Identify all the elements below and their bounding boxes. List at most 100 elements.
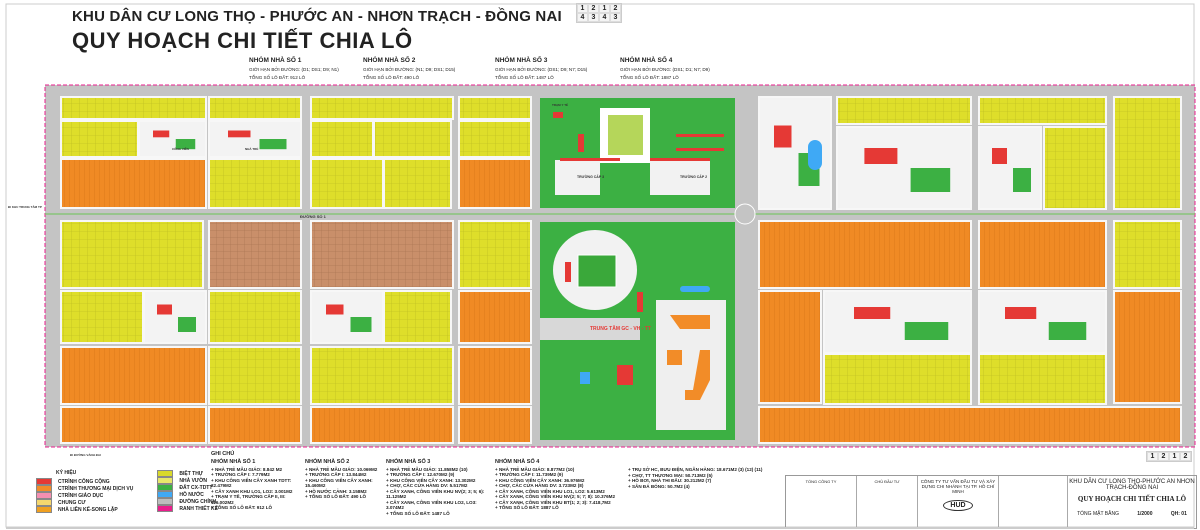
notes-line: + TRƯỜNG CẤP I: 12.670M2 (9) [386, 472, 455, 477]
map-label-school-2: TRƯỜNG CẤP 2 [680, 174, 707, 179]
notes-line: + TRƯỜNG CẤP I: 7.779M2 [211, 472, 270, 477]
group-name: NHÓM NHÀ SỐ 3 [495, 57, 548, 64]
legend-swatch [36, 478, 52, 485]
sheet-name: TỔNG MẶT BẰNG [1077, 511, 1119, 517]
group-3-info: NHÓM NHÀ SỐ 3 GIỚI HẠN BỞI ĐƯỜNG: (DS1; … [495, 57, 607, 80]
villa-lots-block [460, 122, 530, 156]
map-label-park: CÔNG VIÊN [172, 146, 189, 151]
notes-line: + HỒ NƯỚC CẢNH: 3.158M2 [305, 488, 367, 494]
notes-line: + NHÀ TRẺ MẪU GIÁO: 10.069M2 [305, 466, 378, 472]
group-4-info: NHÓM NHÀ SỐ 4 GIỚI HẠN BỞI ĐƯỜNG: (DS1; … [620, 57, 732, 80]
notes-line: + NHÀ TRẺ MẪU GIÁO: 8.842 M2 [211, 466, 283, 472]
green-space [904, 322, 949, 340]
map-label-kindergarten: NHÀ TRẺ [245, 146, 258, 151]
sports-field [608, 115, 643, 155]
sheet-index-cell: 1 [1169, 452, 1180, 461]
legend-label: CTRÌNH CÔNG CỘNG [58, 478, 110, 485]
notes-line: + SÂN ĐÁ BÓNG: 50.7M2 (4) [628, 483, 690, 489]
sheet-index-cell: 4 [599, 13, 610, 22]
public-building [157, 304, 172, 315]
drawing-code: QH: 01 [1170, 511, 1187, 517]
sheet-index-cell: 1 [1147, 452, 1158, 461]
green-space [350, 317, 372, 332]
legend-label: NHÀ LIÊN KẾ-SONG LẬP [58, 506, 118, 513]
group-name: NHÓM NHÀ SỐ 2 [363, 57, 416, 64]
group-2-info: NHÓM NHÀ SỐ 2 GIỚI HẠN BỞI ĐƯỜNG: (N1; D… [363, 57, 475, 80]
townhouse-lots-block [760, 222, 970, 287]
school-3-building [555, 160, 600, 195]
notes-line: + CÂY XANH, CÔNG VIÊN KHU LO2, LO3: 3.07… [386, 499, 477, 511]
notes-line: + CHỢ, CÁC CỬA HÀNG DV: 3.723M2 (8) [495, 483, 584, 488]
villa-lots-block [825, 355, 970, 403]
map-label-to-ring_road: ĐI ĐƯỜNG VÀNH ĐAI [70, 452, 101, 457]
sheet-index-cell: 3 [588, 13, 599, 22]
villa-lots-block [210, 160, 300, 207]
legend-item: ĐẤT CX-TDTT [157, 484, 218, 491]
legend-label: ĐẤT CX-TDTT [179, 484, 213, 491]
legend-swatch [36, 499, 52, 506]
sheet-index-cell: 1 [599, 4, 610, 13]
lake [808, 140, 822, 170]
villa-lots-block [312, 98, 452, 118]
legend-swatch [157, 505, 174, 512]
title-block: TỔNG CÔNG TY CHỦ ĐẦU TƯ CÔNG TY TƯ VẤN Đ… [785, 475, 1197, 529]
group-name: NHÓM NHÀ SỐ 4 [620, 57, 673, 64]
villa-lots-block [210, 348, 300, 403]
center-civic-area [540, 98, 735, 440]
villa-lots-block [312, 160, 382, 207]
villa-lots-block [460, 98, 530, 118]
villa-lots-block [385, 160, 450, 207]
notes-title: GHI CHÚ [211, 451, 235, 457]
public-facility-block [838, 128, 970, 208]
notes-line: + KHU CÔNG VIÊN CÂY XANH: 15.460M2 [305, 477, 373, 489]
townhouse-lots-block [62, 160, 205, 207]
villa-lots-block [62, 292, 142, 342]
townhouse-lots-block [312, 408, 452, 442]
notes-line: + CHỢ, CÁC CỬA HÀNG DV: 5.517M2 [386, 483, 468, 488]
sheet-index-cell: 1 [577, 4, 588, 13]
townhouse-lots-block [460, 160, 530, 207]
sheet-index-cell: 3 [610, 13, 621, 22]
group-total: TỔNG SỐ LÔ ĐẤT: 490 LÔ [363, 74, 420, 80]
townhouse-lots-block [980, 222, 1105, 287]
legend-item: CHUNG CƯ [36, 499, 133, 506]
legend-item: CTRÌNH CÔNG CỘNG [36, 478, 133, 485]
title-block-project: KHU DÂN CƯ LONG THỌ-PHƯỚC AN NHƠN TRẠCH-… [1069, 479, 1195, 491]
notes-line: + CHỢ, TT THƯƠNG MẠI: 50.713M2 (5) [628, 472, 713, 478]
legend-item: BIỆT THỰ [157, 470, 218, 477]
group-boundary: GIỚI HẠN BỞI ĐƯỜNG: (DS1; D9; N7; D15) [495, 67, 588, 72]
villa-lots-block [1045, 128, 1105, 208]
notes-column: NHÓM NHÀ SỐ 1+ NHÀ TRẺ MẪU GIÁO: 8.842 M… [211, 459, 301, 511]
public-building [774, 125, 792, 148]
legend-item: CTRÌNH GIÁO DỤC [36, 492, 133, 499]
townhouse-lots-block [460, 292, 530, 342]
townhouse-lots-block [760, 292, 820, 402]
green-space [910, 168, 951, 192]
notes-line: + CÂY XANH, CÔNG VIÊN KHU NV(2; 5; 7; 8)… [495, 494, 616, 499]
row-house-lots-block [210, 222, 300, 287]
notes-column: + TRỤ SỞ HC, BƯU ĐIỆN, NGÂN HÀNG: 18.671… [628, 466, 778, 489]
sheet-index-cell: 2 [1180, 452, 1191, 461]
legend-swatch [157, 470, 174, 477]
map-label-clinic: TRẠM Y TẾ [552, 102, 568, 107]
public-building [854, 307, 891, 319]
green-space [1013, 168, 1031, 192]
public-building [153, 130, 170, 138]
hud-logo: HUD [943, 500, 973, 511]
legend-swatch [36, 485, 52, 492]
football-field [577, 254, 617, 288]
public-building [326, 304, 344, 315]
villa-lots-block [312, 122, 372, 156]
notes-column: NHÓM NHÀ SỐ 4+ NHÀ TRẺ MẪU GIÁO: 8.877M2… [495, 459, 623, 511]
notes-line: + TỔNG SỐ LÔ ĐẤT: 1487 LÔ [386, 510, 450, 516]
notes-heading: NHÓM NHÀ SỐ 1 [211, 459, 256, 465]
villa-lots-block [460, 222, 530, 287]
frame-bottom [6, 527, 1194, 529]
legend-item: NHÀ LIÊN KẾ-SONG LẬP [36, 506, 133, 513]
group-1-info: NHÓM NHÀ SỐ 1 GIỚI HẠN BỞI ĐƯỜNG: (D1; D… [249, 57, 361, 80]
townhouse-lots-block [62, 348, 205, 403]
legend-label: CHUNG CƯ [58, 499, 86, 506]
